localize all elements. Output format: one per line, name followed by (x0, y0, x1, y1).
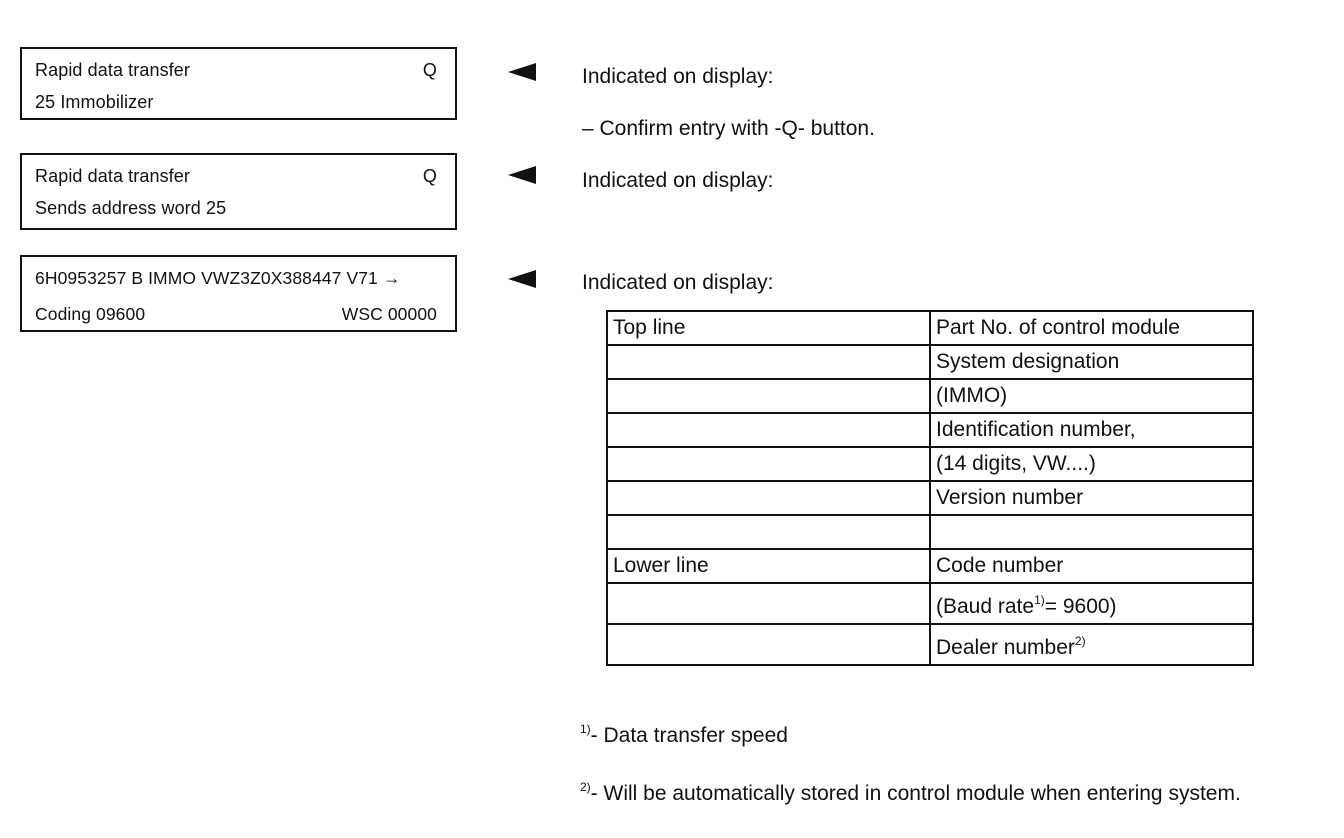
display-line1: Rapid data transfer (35, 60, 190, 80)
pointer-arrow-icon (508, 270, 536, 288)
step-1-instruction: – Confirm entry with -Q- button. (582, 117, 875, 140)
table-row: Version number (606, 480, 1254, 516)
table-row: Identification number, (606, 412, 1254, 448)
table-row: Lower line Code number (606, 548, 1254, 584)
table-cell-left (606, 582, 931, 625)
table-row: Top line Part No. of control module (606, 310, 1254, 346)
display-line1: 6H0953257 B IMMO VWZ3Z0X388447 V71 → (35, 268, 401, 288)
table-cell-right: Identification number, (929, 412, 1254, 448)
table-cell-right: (Baud rate1)= 9600) (929, 582, 1254, 625)
table-cell-left (606, 446, 931, 482)
table-cell-left (606, 623, 931, 666)
baud-rate-value: = 9600) (1044, 595, 1117, 618)
table-cell-right: Part No. of control module (929, 310, 1254, 346)
table-cell-left (606, 344, 931, 380)
display-box-address-word: Rapid data transfer Q Sends address word… (20, 153, 457, 230)
table-cell-right (929, 514, 1254, 550)
table-cell-left (606, 378, 931, 414)
display-line2: Sends address word 25 (35, 198, 227, 218)
step-1-text: Indicated on display: (582, 65, 774, 88)
dealer-number-label: Dealer number (936, 636, 1075, 659)
table-row: (IMMO) (606, 378, 1254, 414)
display-line1: Rapid data transfer (35, 166, 190, 186)
table-cell-left: Lower line (606, 548, 931, 584)
table-cell-right: Dealer number2) (929, 623, 1254, 666)
display-line2: Coding 09600 (35, 304, 146, 324)
footnote-1-marker: 1) (580, 722, 591, 736)
table-cell-right: (14 digits, VW....) (929, 446, 1254, 482)
table-cell-right: (IMMO) (929, 378, 1254, 414)
table-cell-left: Top line (606, 310, 931, 346)
table-cell-right: Version number (929, 480, 1254, 516)
pointer-arrow-icon (508, 63, 536, 81)
table-cell-left (606, 412, 931, 448)
display-key-q: Q (422, 166, 437, 186)
step-2-text: Indicated on display: (582, 169, 774, 192)
table-row: System designation (606, 344, 1254, 380)
footnote-ref-1: 1) (1034, 593, 1045, 607)
display-line2: 25 Immobilizer (35, 92, 154, 112)
table-row: Dealer number2) (606, 623, 1254, 666)
table-row: (Baud rate1)= 9600) (606, 582, 1254, 625)
display-box-identification: 6H0953257 B IMMO VWZ3Z0X388447 V71 → Cod… (20, 255, 457, 332)
display-explanation-table: Top line Part No. of control module Syst… (606, 310, 1254, 666)
display-line2-right: WSC 00000 (341, 304, 437, 324)
table-cell-right: Code number (929, 548, 1254, 584)
step-3-text: Indicated on display: (582, 271, 774, 294)
footnote-2-marker: 2) (580, 780, 591, 794)
footnote-2: 2)- Will be automatically stored in cont… (580, 775, 1310, 806)
table-cell-right: System designation (929, 344, 1254, 380)
baud-rate-label: (Baud rate (936, 595, 1035, 618)
footnote-ref-2: 2) (1074, 634, 1086, 648)
display-key-q: Q (422, 60, 437, 80)
footnote-1-text: - Data transfer speed (590, 724, 788, 747)
table-row (606, 514, 1254, 550)
table-cell-left (606, 480, 931, 516)
pointer-arrow-icon (508, 166, 536, 184)
footnote-2-text: - Will be automatically stored in contro… (590, 782, 1241, 805)
table-row: (14 digits, VW....) (606, 446, 1254, 482)
display-box-immobilizer: Rapid data transfer Q 25 Immobilizer (20, 47, 457, 120)
footnote-1: 1)- Data transfer speed (580, 722, 788, 748)
table-cell-left (606, 514, 931, 550)
